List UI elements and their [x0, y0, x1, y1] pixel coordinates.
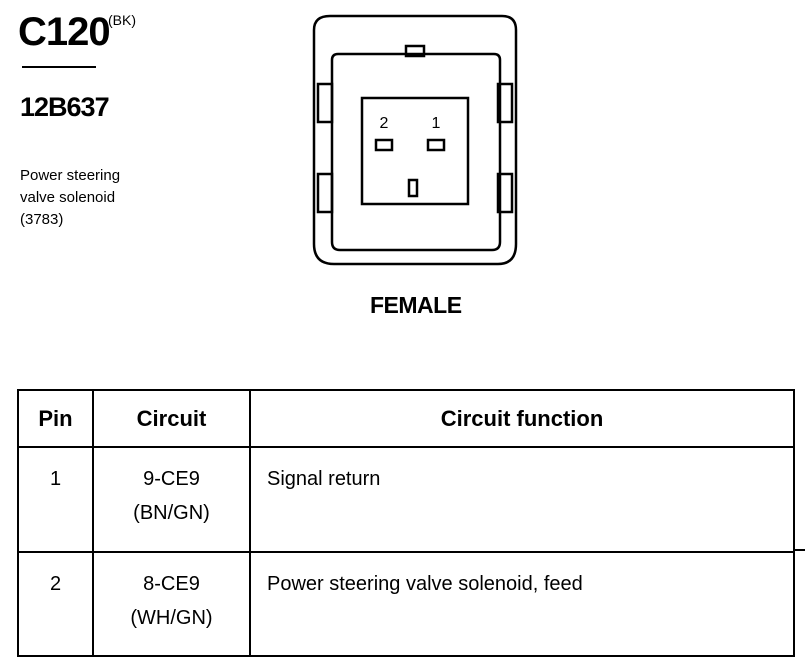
circuit-number: 8-CE9 [143, 572, 200, 595]
function-cell: Signal return [249, 446, 795, 553]
wire-color: (BN/GN) [133, 502, 210, 524]
table-row: 1 9-CE9 (BN/GN) Signal return [17, 446, 795, 553]
terminal-1 [426, 138, 446, 152]
connector-outer-housing [312, 14, 518, 266]
circuit-number: 9-CE9 [143, 468, 200, 490]
right-latch-upper [496, 82, 514, 124]
connector-inner-shell [330, 52, 502, 252]
header-circuit-function: Circuit function [249, 389, 795, 448]
wire-color: (WH/GN) [130, 606, 213, 629]
description-line: Power steering [20, 167, 121, 184]
part-number: 12B637 [20, 92, 110, 122]
locking-tab [404, 44, 426, 58]
polarization-key [407, 178, 419, 198]
table-row: 2 8-CE9 (WH/GN) Power steering valve sol… [17, 550, 795, 657]
pinout-table: Pin Circuit Circuit function 1 9-CE9 (BN… [17, 389, 795, 657]
terminal-2 [374, 138, 394, 152]
connector-color-code: (BK) [108, 12, 136, 28]
left-latch-upper [316, 82, 334, 124]
function-cell: Power steering valve solenoid, feed [249, 550, 795, 657]
connector-face-diagram: 2 1 [312, 14, 518, 266]
description-line: (3783) [20, 211, 64, 228]
circuit-cell: 8-CE9 (WH/GN) [92, 550, 251, 657]
pin-cell: 2 [17, 550, 94, 657]
connector-header: C120 (BK) [18, 10, 136, 55]
table-header-row: Pin Circuit Circuit function [17, 389, 795, 448]
left-latch-lower [316, 172, 334, 214]
connector-description: Power steering valve solenoid (3783) [20, 165, 120, 231]
pin-label-2: 2 [380, 115, 389, 132]
right-latch-lower [496, 172, 514, 214]
header-pin: Pin [17, 389, 94, 448]
header-circuit: Circuit [92, 389, 251, 448]
pin-cell: 1 [17, 446, 94, 553]
pin-label-1: 1 [432, 115, 441, 132]
row-divider-stub [795, 549, 805, 551]
header-divider [22, 66, 96, 68]
connector-gender: FEMALE [370, 292, 462, 318]
terminal-cavity-frame [360, 96, 470, 206]
description-line: valve solenoid [20, 189, 116, 206]
circuit-cell: 9-CE9 (BN/GN) [92, 446, 251, 553]
connector-id: C120 [18, 10, 111, 54]
